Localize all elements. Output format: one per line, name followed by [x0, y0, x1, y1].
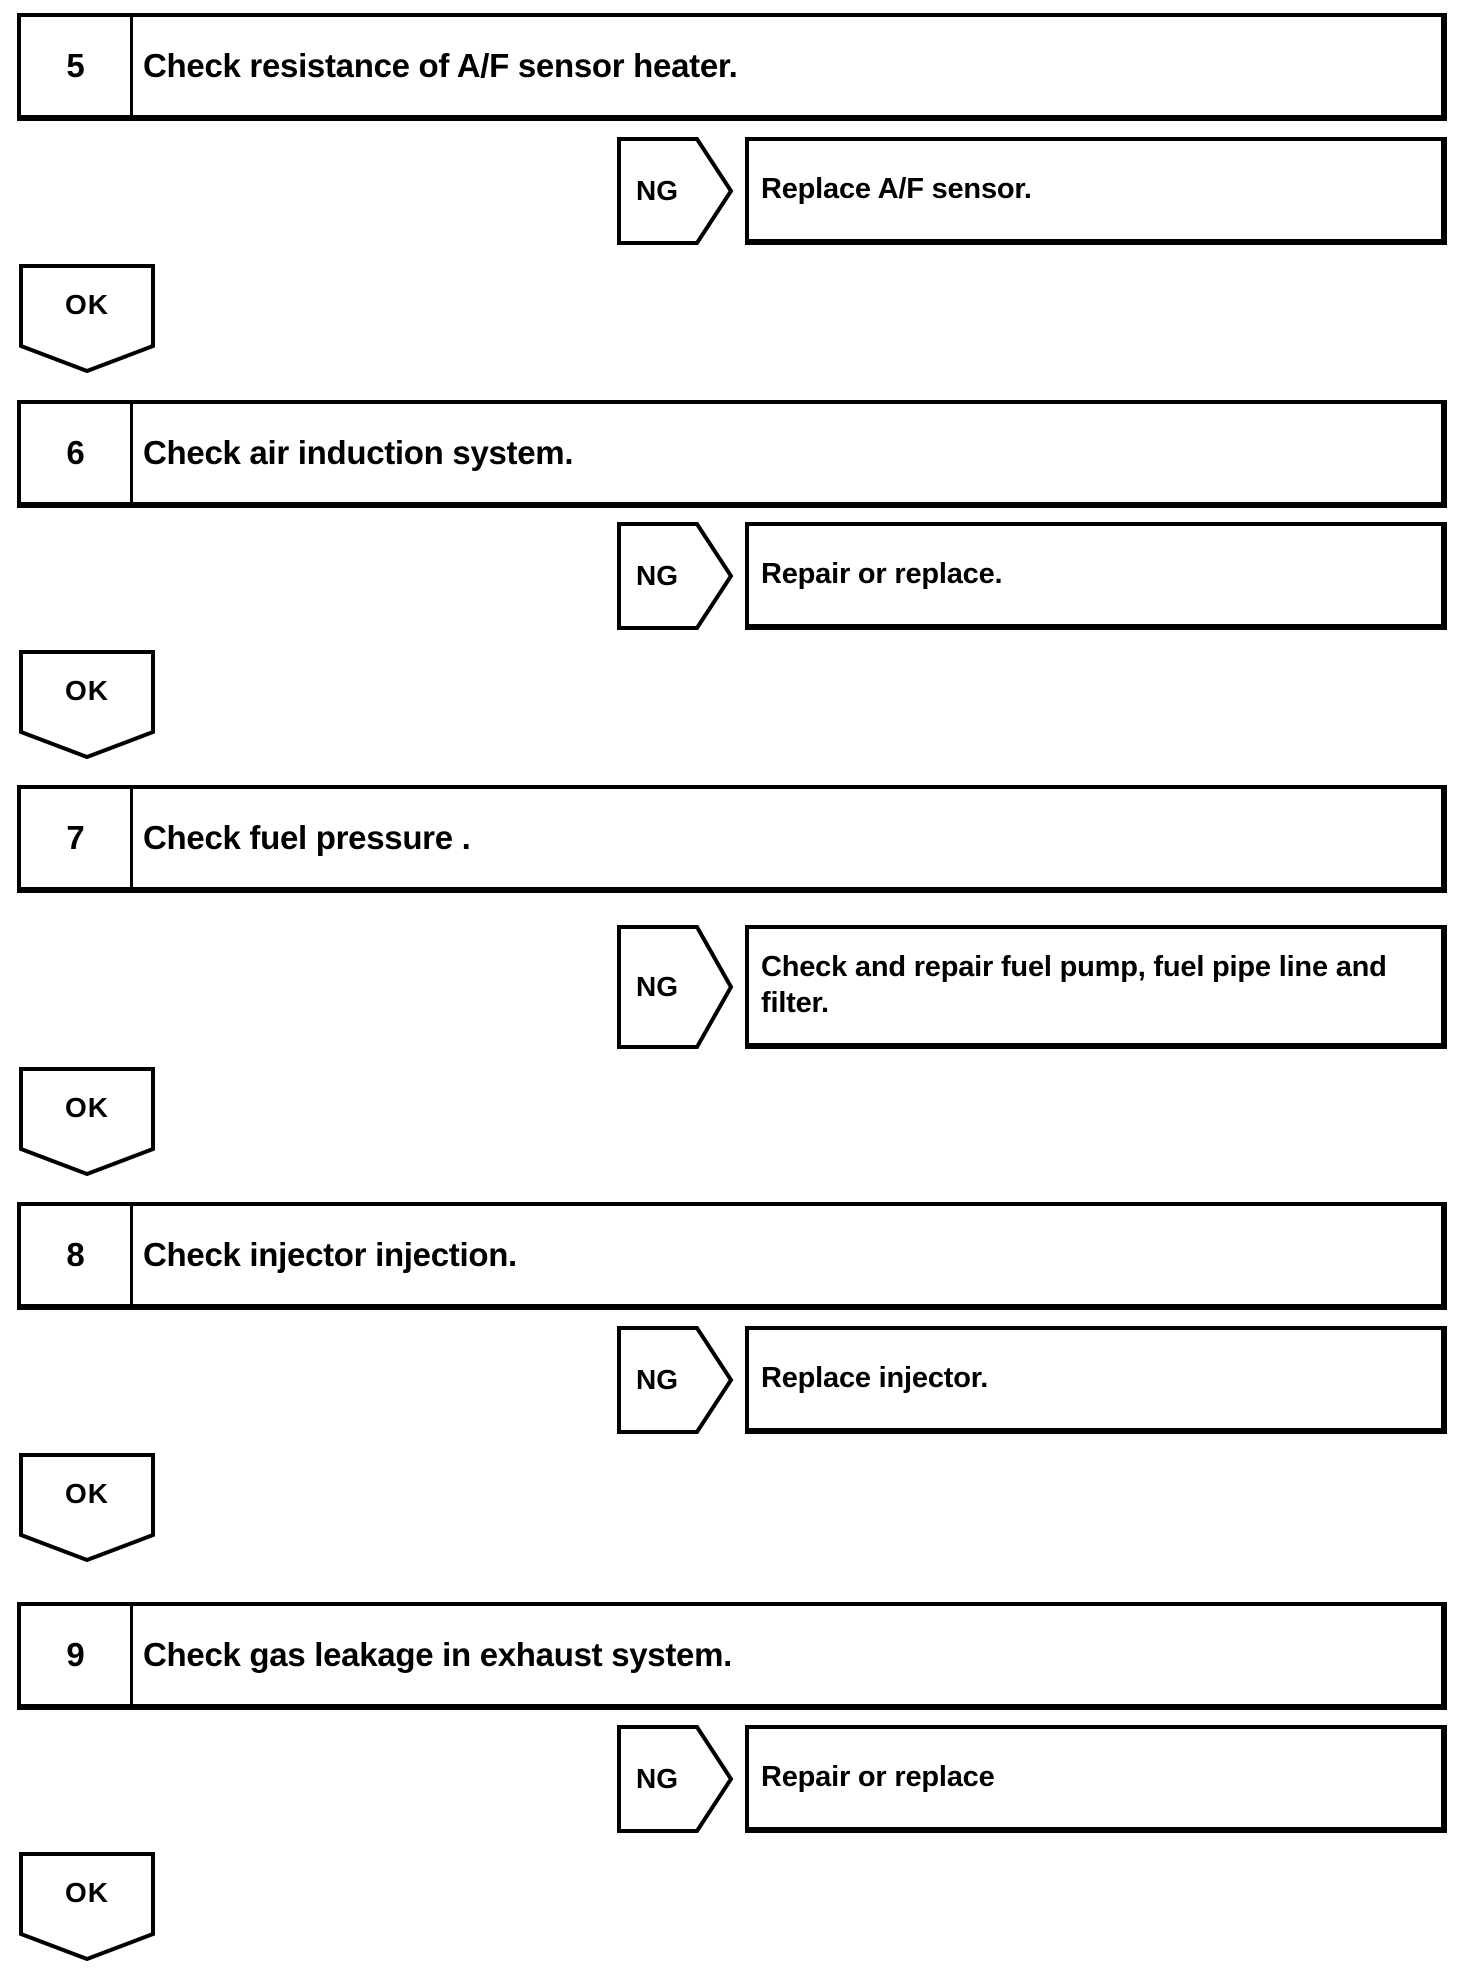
diagnostic-flowchart: 5 Check resistance of A/F sensor heater.… — [17, 13, 1447, 1961]
ng-action-box: Repair or replace — [745, 1725, 1447, 1833]
ng-label: NG — [636, 560, 678, 591]
ng-action-box: Check and repair fuel pump, fuel pipe li… — [745, 925, 1447, 1049]
ng-pentagon: NG — [617, 925, 735, 1049]
ng-arrow-icon — [617, 925, 734, 1049]
ok-label: OK — [65, 1092, 109, 1123]
ng-arrow-icon — [617, 1326, 734, 1434]
step-number: 8 — [66, 1236, 85, 1273]
ok-label: OK — [65, 1478, 109, 1509]
step-box-6: 6 Check air induction system. — [17, 400, 1447, 508]
step-number: 6 — [66, 434, 85, 471]
step-title: Check gas leakage in exhaust system. — [143, 1636, 733, 1673]
ok-arrow-icon — [19, 1453, 155, 1562]
ok-pentagon: OK — [19, 1453, 155, 1562]
ng-label: NG — [636, 1763, 678, 1794]
step-number: 5 — [66, 47, 85, 84]
ng-pentagon: NG — [617, 522, 735, 630]
ng-branch-row: NG Repair or replace — [617, 1725, 1447, 1833]
ng-action-box: Replace injector. — [745, 1326, 1447, 1434]
ok-pentagon: OK — [19, 650, 155, 759]
step-number: 9 — [66, 1636, 85, 1673]
connector-gap — [735, 1326, 745, 1434]
ng-pentagon: NG — [617, 137, 735, 245]
ng-label: NG — [636, 1364, 678, 1395]
ok-arrow-icon — [19, 264, 155, 373]
ng-pentagon: NG — [617, 1725, 735, 1833]
ng-branch-row: NG Check and repair fuel pump, fuel pipe… — [617, 925, 1447, 1049]
ng-branch-row: NG Repair or replace. — [617, 522, 1447, 630]
ok-arrow-icon — [19, 1852, 155, 1961]
ng-arrow-icon — [617, 1725, 734, 1833]
ng-action-box: Repair or replace. — [745, 522, 1447, 630]
ng-action-text: Replace injector. — [761, 1362, 989, 1395]
ng-label: NG — [636, 175, 678, 206]
ng-action-text: Repair or replace — [761, 1761, 995, 1794]
step-title: Check fuel pressure . — [143, 819, 471, 856]
ok-label: OK — [65, 1877, 109, 1908]
ng-action-text-line2: filter. — [761, 987, 829, 1019]
step-number-cell: 8 — [21, 1206, 133, 1304]
step-box-8: 8 Check injector injection. — [17, 1202, 1447, 1310]
ng-action-box: Replace A/F sensor. — [745, 137, 1447, 245]
ng-arrow-icon — [617, 137, 734, 245]
step-number: 7 — [66, 819, 85, 856]
step-number-cell: 9 — [21, 1606, 133, 1704]
step-box-9: 9 Check gas leakage in exhaust system. — [17, 1602, 1447, 1710]
ok-pentagon: OK — [19, 264, 155, 373]
ng-arrow-icon — [617, 522, 734, 630]
ng-pentagon: NG — [617, 1326, 735, 1434]
ng-action-text: Replace A/F sensor. — [761, 173, 1032, 206]
connector-gap — [735, 522, 745, 630]
ok-label: OK — [65, 289, 109, 320]
ok-pentagon: OK — [19, 1067, 155, 1176]
connector-gap — [735, 137, 745, 245]
ok-arrow-icon — [19, 650, 155, 759]
step-title: Check injector injection. — [143, 1236, 517, 1273]
ok-label: OK — [65, 675, 109, 706]
ok-arrow-icon — [19, 1067, 155, 1176]
step-number-cell: 5 — [21, 17, 133, 115]
ng-action-text: Check and repair fuel pump, fuel pipe li… — [761, 951, 1387, 984]
step-title: Check resistance of A/F sensor heater. — [143, 47, 738, 84]
connector-gap — [735, 925, 745, 1049]
ng-action-text: Repair or replace. — [761, 558, 1003, 591]
step-box-5: 5 Check resistance of A/F sensor heater. — [17, 13, 1447, 121]
step-number-cell: 7 — [21, 789, 133, 887]
step-box-7: 7 Check fuel pressure . — [17, 785, 1447, 893]
step-title: Check air induction system. — [143, 434, 574, 471]
ok-pentagon: OK — [19, 1852, 155, 1961]
ng-label: NG — [636, 971, 678, 1002]
ng-branch-row: NG Replace injector. — [617, 1326, 1447, 1434]
connector-gap — [735, 1725, 745, 1833]
step-number-cell: 6 — [21, 404, 133, 502]
ng-branch-row: NG Replace A/F sensor. — [617, 137, 1447, 245]
